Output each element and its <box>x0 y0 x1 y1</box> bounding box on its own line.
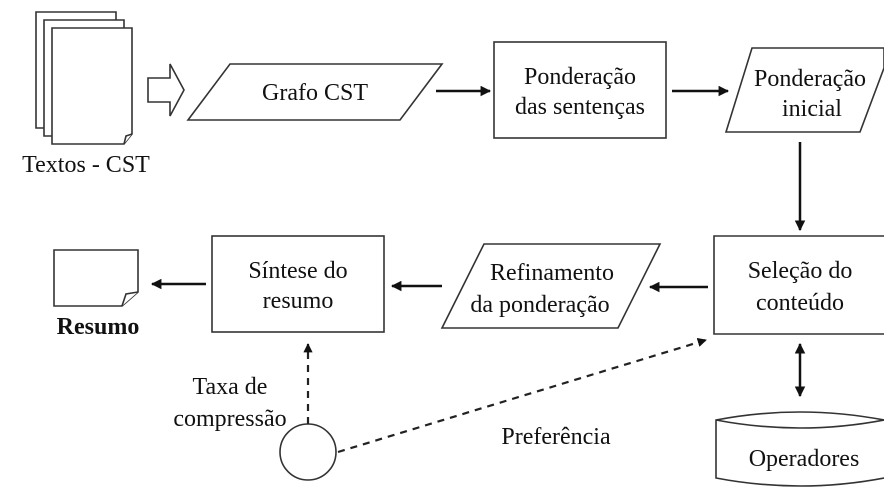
sintese-resumo-node: Síntese do resumo <box>211 235 385 333</box>
preferencia-label: Preferência <box>501 424 611 450</box>
ponderacao-sentencas-line2: das sentenças <box>515 94 645 120</box>
ponderacao-sentencas-node: Ponderação das sentenças <box>493 41 667 139</box>
ponderacao-inicial-node: Ponderação inicial <box>724 47 884 133</box>
block-arrow-icon <box>147 63 185 117</box>
refinamento-node: Refinamento da ponderação <box>440 243 662 329</box>
sintese-line1: Síntese do <box>248 258 347 284</box>
operadores-label: Operadores <box>749 446 860 472</box>
selecao-conteudo-line2: conteúdo <box>756 290 844 316</box>
textos-cst-label: Textos - CST <box>22 152 150 178</box>
operadores-database-icon: Operadores <box>715 411 884 487</box>
resumo-document-icon <box>53 249 139 307</box>
ponderacao-inicial-line2: inicial <box>782 96 842 122</box>
refinamento-line1: Refinamento <box>490 260 614 286</box>
selecao-conteudo-node: Seleção do conteúdo <box>713 235 884 335</box>
grafo-cst-label: Grafo CST <box>262 80 368 106</box>
grafo-cst-node: Grafo CST <box>186 63 444 121</box>
selecao-conteudo-line1: Seleção do <box>748 258 853 284</box>
compression-input-circle <box>279 423 337 481</box>
resumo-label: Resumo <box>57 314 140 340</box>
taxa-line2: compressão <box>173 406 286 432</box>
document-stack-icon <box>35 11 133 145</box>
taxa-line1: Taxa de <box>193 374 268 400</box>
ponderacao-sentencas-line1: Ponderação <box>524 64 636 90</box>
ponderacao-inicial-line1: Ponderação <box>754 66 866 92</box>
refinamento-line2: da ponderação <box>470 292 609 318</box>
sintese-line2: resumo <box>263 288 334 314</box>
